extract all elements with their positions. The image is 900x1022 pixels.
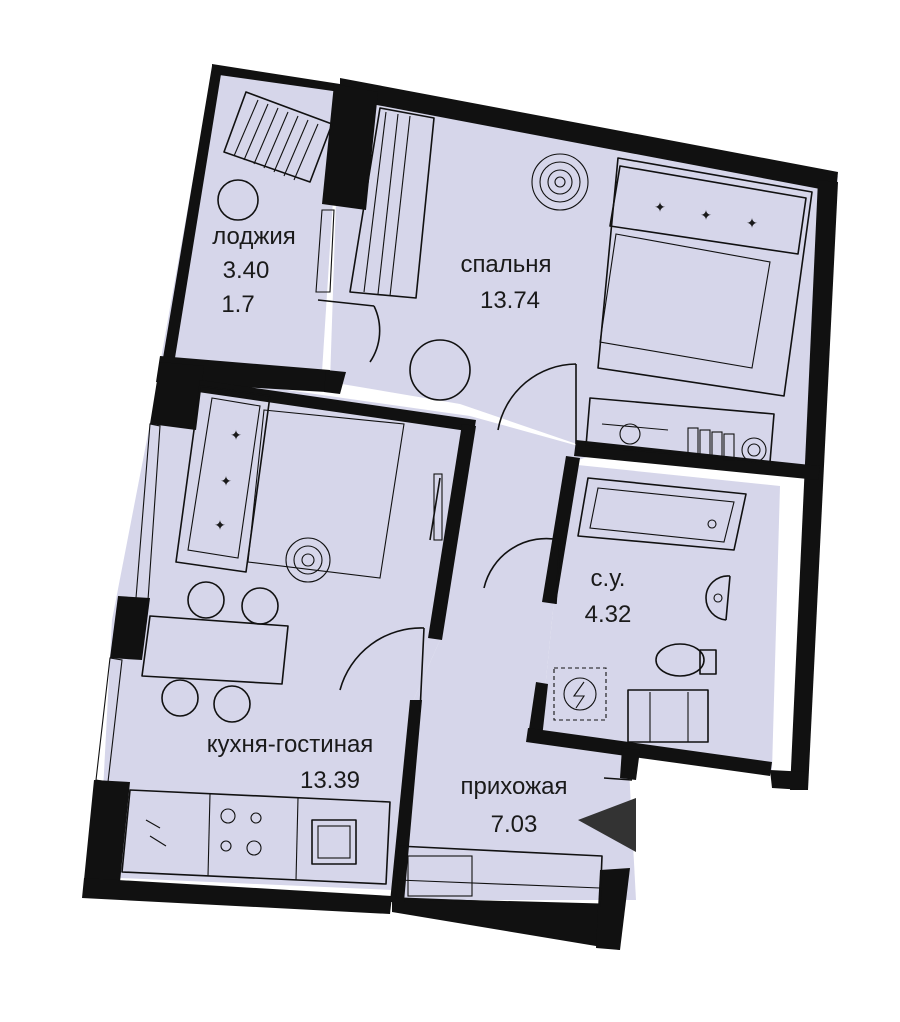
wall-kitchen-hall bbox=[428, 424, 476, 640]
bathroom-name: с.у. bbox=[591, 565, 626, 592]
wall-bedroom-corner-left bbox=[324, 370, 346, 394]
door-loggia bbox=[317, 299, 381, 363]
desk bbox=[585, 397, 775, 463]
loggia-door-frame bbox=[315, 209, 335, 293]
wall-left-upper bbox=[150, 362, 204, 430]
hallway-name: прихожая bbox=[461, 773, 568, 800]
wall-bottom-hall bbox=[392, 898, 620, 950]
chair-3 bbox=[161, 679, 199, 717]
bedroom-stool bbox=[409, 339, 471, 401]
wall-entry-right bbox=[596, 868, 630, 950]
hallway-seat bbox=[407, 855, 473, 897]
chair-1 bbox=[187, 581, 225, 619]
wall-loggia-left bbox=[162, 66, 222, 364]
plant-icon bbox=[285, 537, 331, 583]
sofa-seat bbox=[187, 397, 261, 559]
window-left-lower bbox=[95, 657, 123, 783]
chair-2 bbox=[241, 587, 279, 625]
wall-bedroom-top bbox=[340, 78, 838, 192]
door-bathroom bbox=[483, 537, 561, 605]
plant-icon bbox=[531, 153, 589, 211]
wall-bedroom-kitchen bbox=[198, 380, 476, 432]
bedroom-name: спальня bbox=[460, 251, 551, 278]
bedroom-floor bbox=[330, 80, 838, 474]
kitchen-sink bbox=[311, 819, 357, 865]
bathroom-floor bbox=[540, 464, 780, 770]
pillow-mark-2: ✦ bbox=[700, 207, 712, 223]
rug bbox=[247, 409, 405, 579]
bathtub bbox=[577, 477, 747, 551]
room-labels: лоджия 3.40 1.7 спальня 13.74 кухня-гост… bbox=[207, 223, 632, 838]
wall-bath-bottom bbox=[526, 728, 772, 776]
hallway-area: 7.03 bbox=[491, 811, 538, 838]
washing-machine bbox=[627, 689, 709, 743]
loggia-lounger bbox=[223, 91, 333, 183]
hallway-floor bbox=[392, 416, 636, 900]
burner-3 bbox=[220, 840, 232, 852]
toilet bbox=[655, 643, 705, 677]
bed-blanket bbox=[599, 233, 771, 369]
burner-2 bbox=[250, 812, 262, 824]
kitchen-counter bbox=[121, 789, 391, 885]
loggia-extra: 1.7 bbox=[221, 291, 254, 318]
sofa bbox=[175, 385, 271, 573]
wall-loggia-top bbox=[212, 64, 340, 92]
window-left-upper bbox=[135, 423, 161, 601]
kitchen-living-furniture: ✦ ✦ ✦ bbox=[121, 385, 443, 885]
door-bedroom bbox=[497, 363, 577, 444]
bathroom-furniture bbox=[553, 477, 747, 743]
dining-table bbox=[141, 615, 289, 685]
toilet-tank bbox=[699, 649, 717, 675]
wall-bath-left bbox=[542, 456, 580, 604]
door-entry bbox=[603, 777, 633, 781]
cushion-mark-2: ✦ bbox=[220, 473, 232, 489]
bathtub-inner bbox=[589, 487, 735, 543]
wall-right bbox=[790, 180, 838, 790]
cushion-mark-1: ✦ bbox=[230, 427, 242, 443]
wall-bottom bbox=[82, 878, 392, 914]
wall-left-lower bbox=[84, 780, 130, 882]
loggia-area: 3.40 bbox=[223, 257, 270, 284]
hallway-bench bbox=[395, 845, 603, 907]
bedroom-area: 13.74 bbox=[480, 287, 540, 314]
wall-loggia-right bbox=[322, 84, 378, 210]
electrical-panel-icon bbox=[553, 667, 607, 721]
bathroom-sink bbox=[705, 575, 731, 621]
pillow-mark-3: ✦ bbox=[746, 215, 758, 231]
wall-left-middle bbox=[110, 596, 150, 660]
loggia-furniture bbox=[217, 91, 335, 293]
floors bbox=[100, 72, 838, 900]
desk-chair bbox=[619, 423, 641, 445]
bed bbox=[597, 157, 813, 397]
burner-4 bbox=[246, 840, 262, 856]
kitchen-living-floor bbox=[100, 372, 470, 890]
pillow-mark-1: ✦ bbox=[654, 199, 666, 215]
plant-icon bbox=[741, 437, 767, 463]
doors bbox=[317, 299, 633, 781]
wardrobe bbox=[349, 107, 435, 299]
kitchen-living-name: кухня-гостиная bbox=[207, 731, 374, 758]
kitchen-living-area: 13.39 bbox=[300, 767, 360, 794]
chair-4 bbox=[213, 685, 251, 723]
wall-bath-left-lower bbox=[528, 682, 548, 738]
bathroom-area: 4.32 bbox=[585, 601, 632, 628]
tv bbox=[429, 477, 441, 541]
walls bbox=[82, 64, 838, 950]
burner-1 bbox=[220, 808, 236, 824]
door-kitchen bbox=[339, 627, 425, 713]
cushion-mark-3: ✦ bbox=[214, 517, 226, 533]
loggia-table bbox=[217, 179, 259, 221]
bed-headboard bbox=[609, 165, 807, 255]
wall-right-lower bbox=[770, 770, 808, 790]
entrance-arrow-icon bbox=[578, 798, 636, 852]
wall-bath-corner bbox=[620, 748, 640, 780]
bedroom-furniture: ✦ ✦ ✦ bbox=[349, 107, 813, 463]
hallway-furniture bbox=[395, 798, 636, 907]
loggia-name: лоджия bbox=[212, 223, 296, 250]
